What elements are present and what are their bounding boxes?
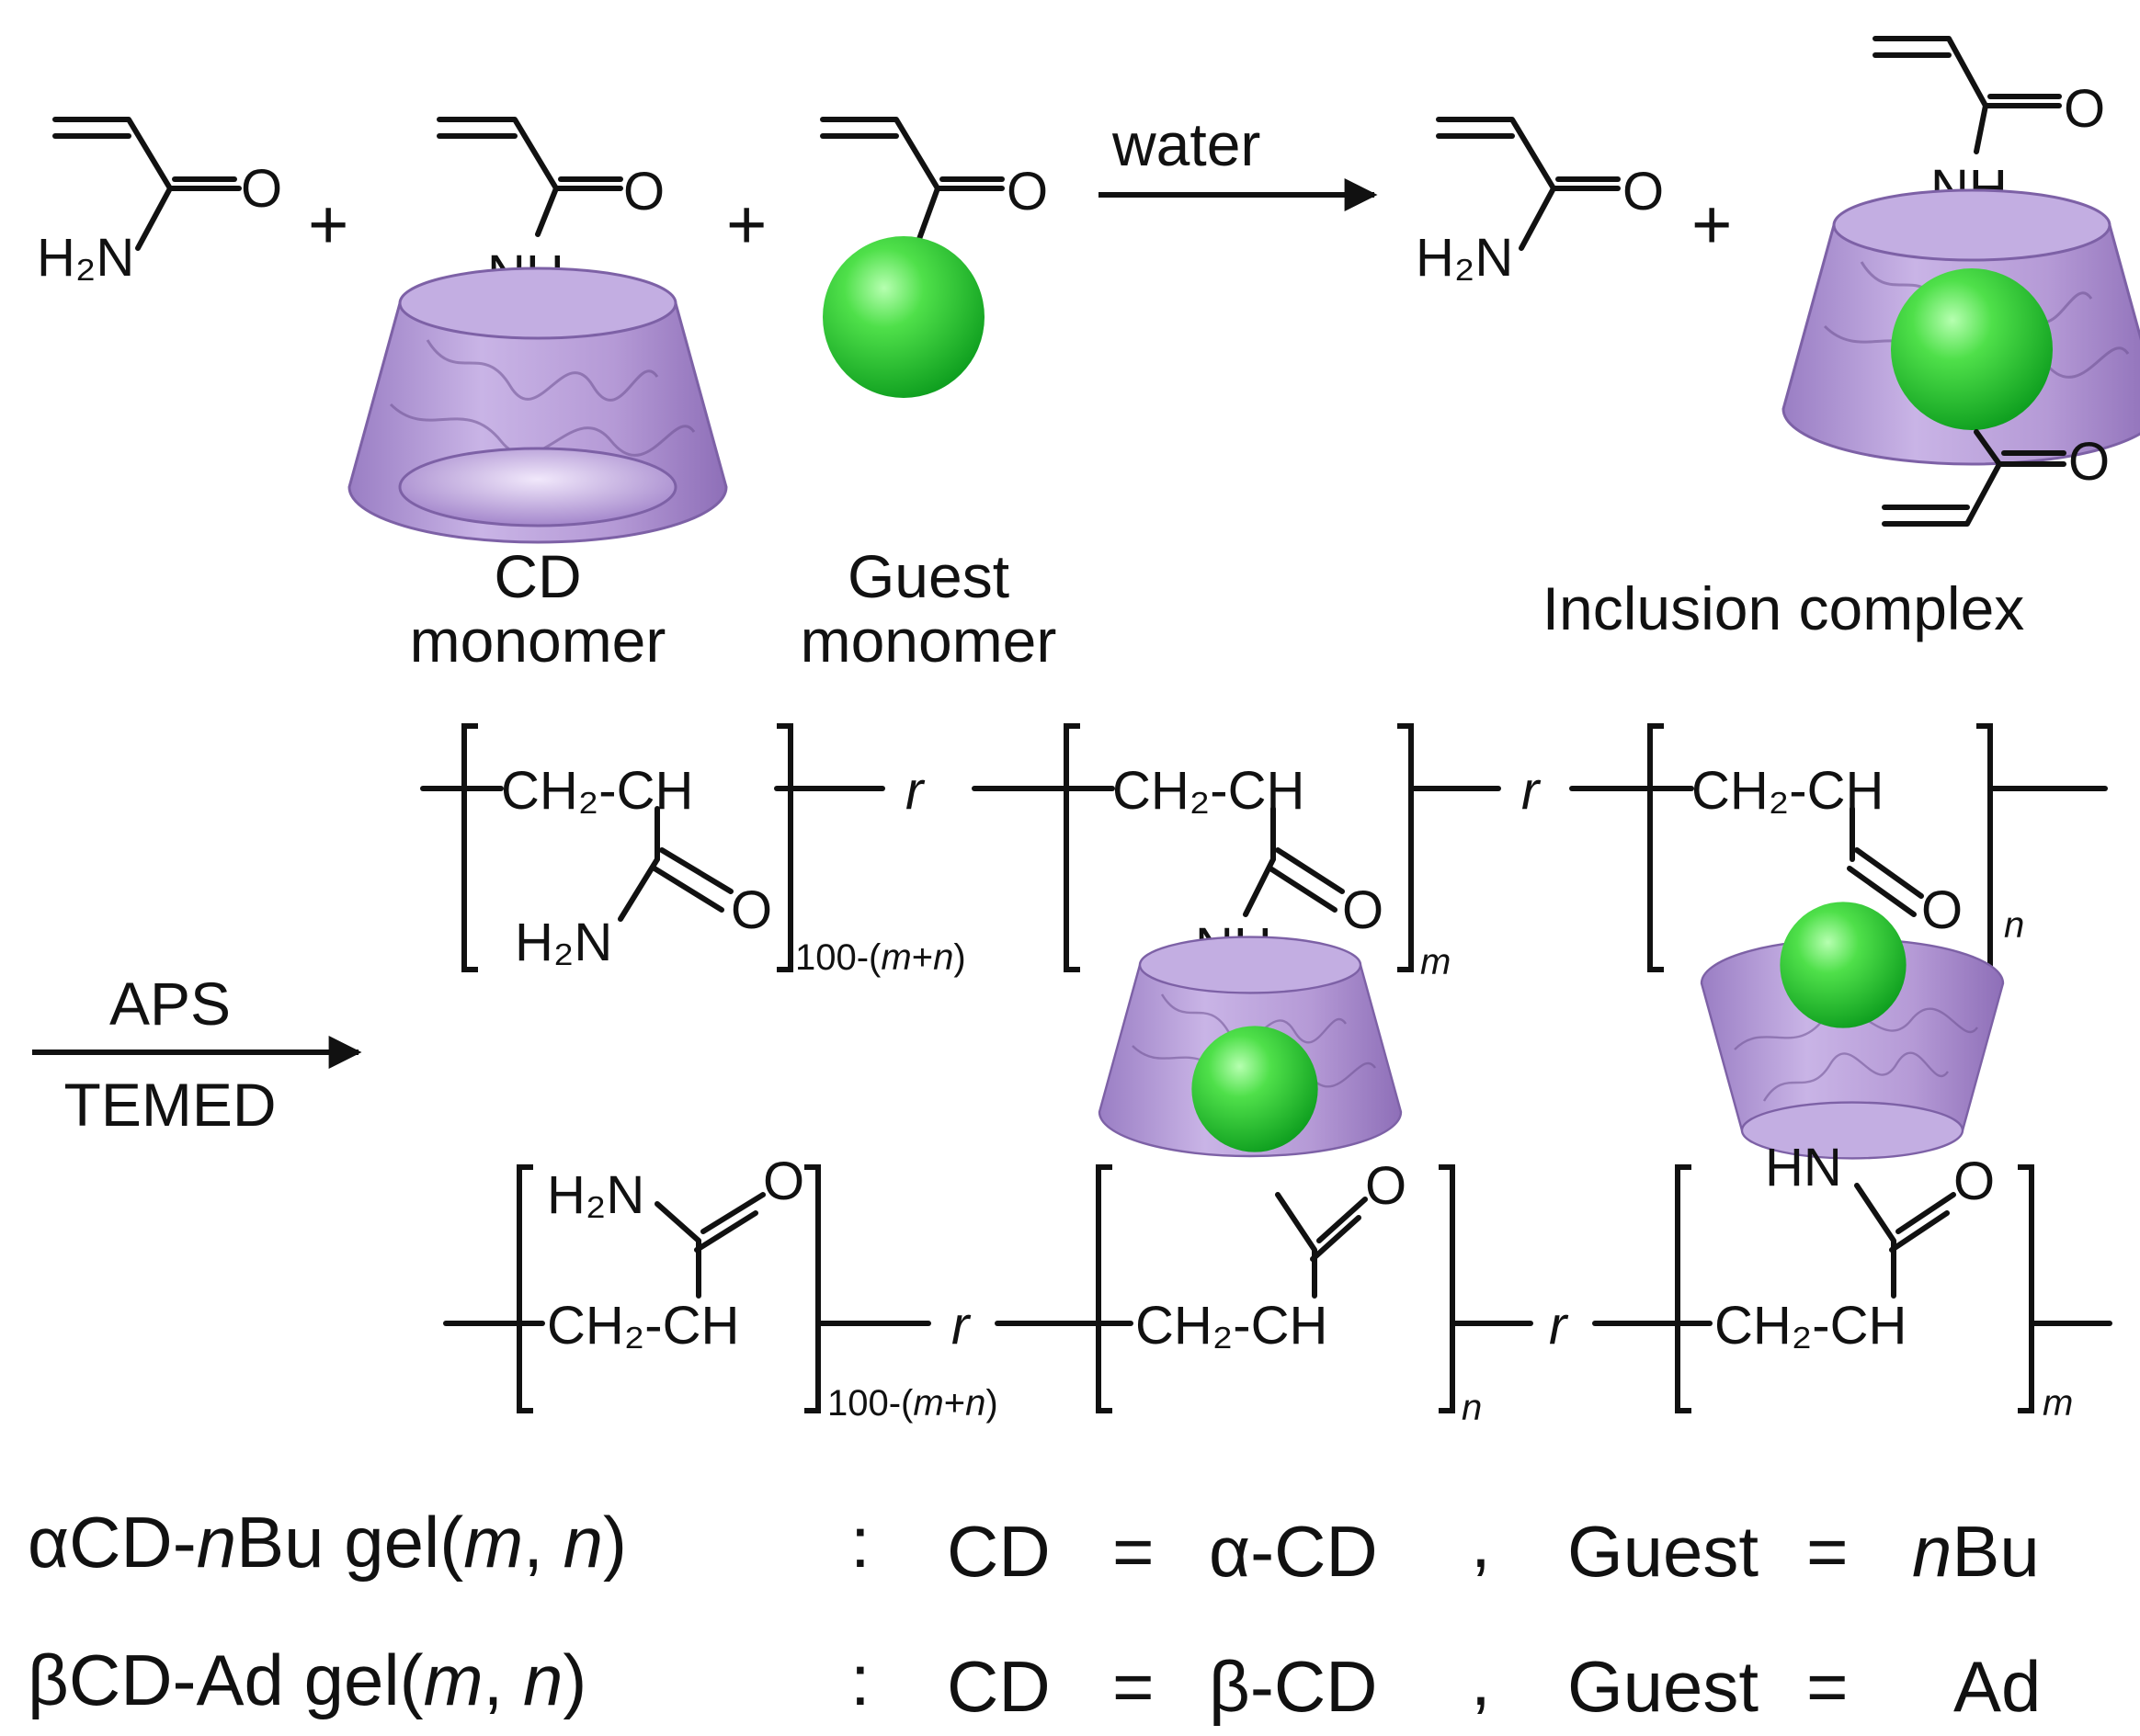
guest-label: Guest <box>1567 1646 1759 1727</box>
guest-ball <box>1780 902 1907 1028</box>
reagent-aps: APS <box>109 970 231 1038</box>
legend-comma: , <box>1471 1502 1491 1583</box>
plus-sign: + <box>1691 186 1732 264</box>
water-label: water <box>1111 110 1260 178</box>
oxygen-label: O <box>623 162 665 221</box>
backbone-label: CH₂-CH <box>1135 1296 1327 1356</box>
crosslink-left <box>1098 936 1403 1158</box>
cd-label: CD <box>947 1646 1051 1727</box>
oxygen-label: O <box>2064 79 2105 139</box>
legend-colon: : <box>850 1640 871 1720</box>
cyclodextrin-cone <box>347 267 728 544</box>
reagent-temed: TEMED <box>64 1071 277 1139</box>
oxygen-label: O <box>1365 1156 1406 1216</box>
cd-label: CD <box>947 1511 1051 1592</box>
backbone-label: CH₂-CH <box>501 761 693 821</box>
acrylamide-monomer: O H₂N <box>37 117 282 288</box>
equals-sign: = <box>1112 1646 1155 1727</box>
inclusion-complex: O NH O Inclusion complex <box>1542 36 2140 642</box>
random-label: r <box>951 1296 972 1356</box>
guest-label: Guest <box>1567 1511 1759 1592</box>
equals-sign: = <box>1806 1511 1849 1592</box>
oxygen-label: O <box>1953 1152 1995 1211</box>
gel-name-beta: βCD-Ad gel(m, n) <box>28 1640 586 1720</box>
polymerization-arrow: APS TEMED <box>32 970 362 1139</box>
random-label: r <box>1549 1296 1569 1356</box>
legend-colon: : <box>850 1502 871 1583</box>
guest-ball <box>823 236 985 398</box>
plus-sign: + <box>726 186 767 264</box>
subscript-m: m <box>1420 942 1451 982</box>
legend-comma: , <box>1471 1640 1491 1720</box>
plus-sign: + <box>308 186 348 264</box>
oxygen-label: O <box>731 880 772 940</box>
guest-value: nBu <box>1912 1511 2040 1592</box>
cd-value: α-CD <box>1209 1511 1378 1592</box>
amine-label: H₂N <box>515 913 612 972</box>
amine-label: H₂N <box>547 1165 644 1225</box>
subscript-m: m <box>2043 1383 2073 1424</box>
oxygen-label: O <box>241 159 282 219</box>
random-label: r <box>905 761 926 821</box>
hn-label: HN <box>1765 1138 1842 1197</box>
oxygen-label: O <box>2068 432 2110 492</box>
acrylamide-monomer: O H₂N <box>1416 117 1664 288</box>
guest-ball <box>1191 1026 1318 1152</box>
equals-sign: = <box>1806 1646 1849 1727</box>
subscript-100-m-n: 100-(m+n) <box>795 937 966 978</box>
amine-label: H₂N <box>37 228 134 288</box>
guest-ball <box>1891 268 2053 430</box>
random-label: r <box>1521 761 1542 821</box>
subscript-n: n <box>1462 1388 1482 1428</box>
backbone-label: CH₂-CH <box>547 1296 739 1356</box>
oxygen-label: O <box>1007 162 1048 221</box>
guest-monomer-label-line2: monomer <box>801 607 1057 675</box>
guest-value: Ad <box>1953 1646 2041 1727</box>
equals-sign: = <box>1112 1511 1155 1592</box>
cd-monomer: O NH CD monomer <box>347 117 728 675</box>
water-arrow: water <box>1098 110 1378 211</box>
guest-monomer: O Guest monomer <box>801 117 1057 675</box>
legend-row-beta: βCD-Ad gel(m, n) : CD = β-CD , Guest = A… <box>28 1640 2041 1727</box>
legend-row-alpha: αCD-nBu gel(m, n) : CD = α-CD , Guest = … <box>28 1502 2040 1592</box>
subscript-n: n <box>2004 905 2024 946</box>
subscript-100-m-n: 100-(m+n) <box>827 1383 998 1424</box>
guest-monomer-label-line1: Guest <box>848 542 1009 610</box>
crosslink-right <box>1700 902 2005 1160</box>
inclusion-complex-label: Inclusion complex <box>1542 574 2025 642</box>
backbone-label: CH₂-CH <box>1714 1296 1907 1356</box>
oxygen-label: O <box>1921 880 1963 940</box>
polymer-chain-lower: H₂N O CH₂-CH 100-(m+n) r O CH₂-CH n r HN… <box>443 1138 2112 1428</box>
amine-label: H₂N <box>1416 228 1513 288</box>
oxygen-label: O <box>1342 880 1383 940</box>
oxygen-label: O <box>763 1152 804 1211</box>
gel-name-alpha: αCD-nBu gel(m, n) <box>28 1502 627 1583</box>
cd-value: β-CD <box>1209 1646 1378 1727</box>
oxygen-label: O <box>1622 162 1664 221</box>
cd-monomer-label-line1: CD <box>494 542 581 610</box>
cd-monomer-label-line2: monomer <box>410 607 666 675</box>
